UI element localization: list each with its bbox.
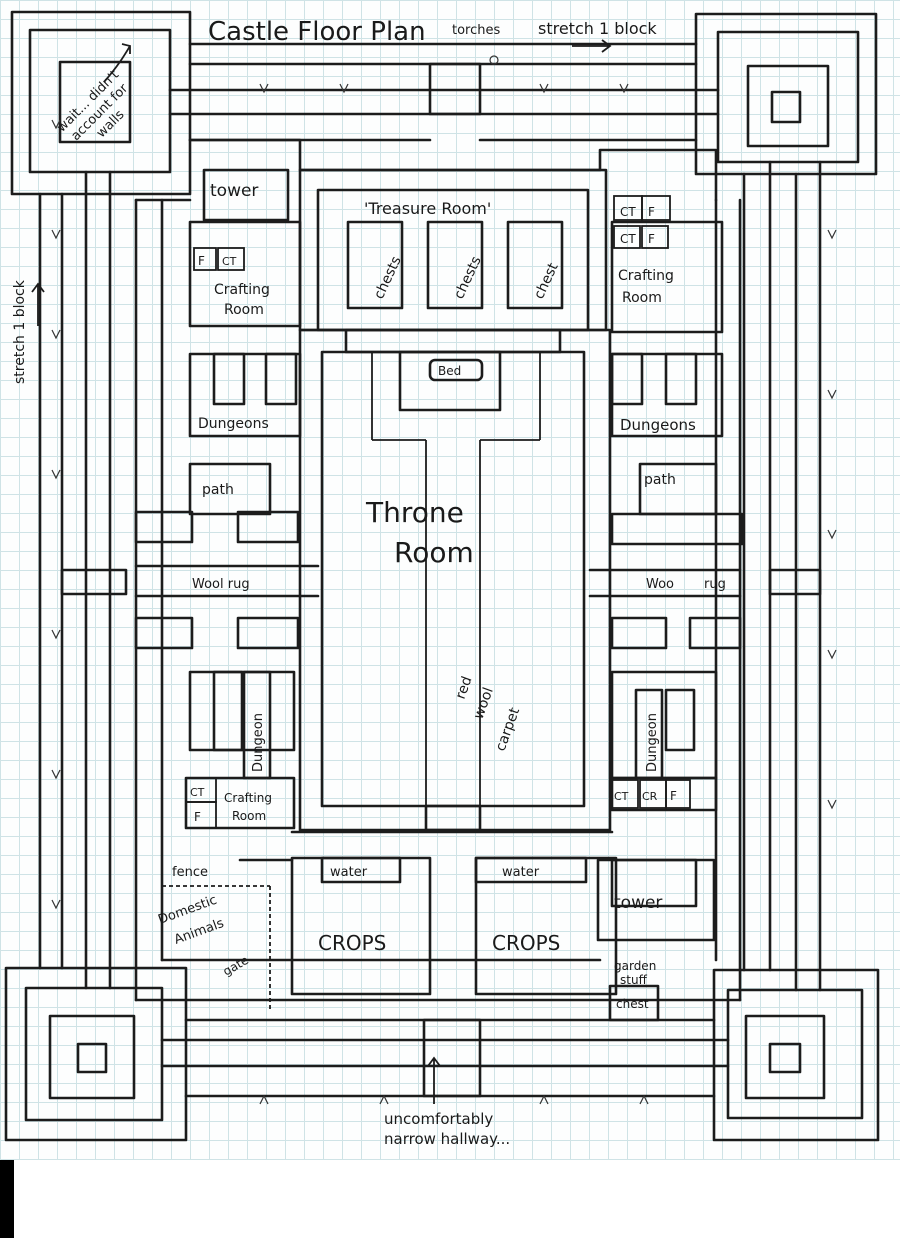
wool-rug-right-label-2: rug: [704, 577, 726, 592]
throne-room: [298, 328, 612, 832]
cell-cr-br: CR: [642, 790, 658, 803]
scan-edge: [0, 1160, 14, 1238]
garden-label-3: chest: [616, 997, 649, 1011]
cell-ct-tl: CT: [222, 255, 237, 268]
water-right-label: water: [502, 865, 540, 880]
tower-label-bottom-right: tower: [614, 893, 662, 913]
throne-room-label-2: Room: [394, 536, 474, 569]
wool-rug-left-label: Wool rug: [192, 577, 250, 592]
crafting-bl-label-1: Crafting: [224, 791, 272, 805]
dungeons-right-label: Dungeons: [620, 416, 696, 434]
gate-label: gate: [221, 953, 251, 979]
tower-label-top-left: tower: [210, 181, 258, 201]
dungeon-bl-label: Dungeon: [251, 713, 266, 772]
right-wing: [588, 195, 744, 942]
corner-tower-top-left: [10, 10, 192, 196]
crops-right-label: CROPS: [492, 931, 560, 955]
cell-f-tr-b: F: [648, 232, 655, 246]
bottom-walkway: [160, 1018, 730, 1098]
crops-left-label: CROPS: [318, 931, 386, 955]
carpet-label-1: red: [453, 674, 476, 701]
right-walkway: [742, 160, 822, 992]
cell-f-tl: F: [198, 254, 205, 268]
chest-label-3: chest: [531, 260, 562, 302]
hallway-note-1: uncomfortably: [384, 1110, 493, 1128]
farm-section: [162, 830, 660, 1022]
plan-title: Castle Floor Plan: [208, 17, 426, 47]
corner-tower-bottom-right: [712, 968, 880, 1142]
corner-tower-bottom-left: [4, 966, 188, 1142]
cell-ct-br: CT: [614, 790, 629, 803]
chest-label-1: chests: [371, 254, 405, 302]
crafting-tl-label-1: Crafting: [214, 282, 270, 298]
crafting-bl-label-2: Room: [232, 809, 266, 823]
dungeon-br-label: Dungeon: [645, 713, 660, 772]
crafting-tr-label-1: Crafting: [618, 268, 674, 284]
stretch-top-note: stretch 1 block: [538, 19, 657, 38]
annotation-arrows: [31, 39, 612, 1104]
left-walkway: [38, 170, 128, 990]
left-wing: [134, 168, 320, 830]
top-walkway: [168, 42, 720, 142]
fence-label: fence: [172, 865, 208, 880]
cell-ct-bl: CT: [190, 786, 205, 799]
chest-label-2: chests: [451, 254, 485, 302]
path-left-label: path: [202, 482, 234, 498]
cell-f-bl: F: [194, 810, 201, 824]
dungeons-left-label: Dungeons: [198, 416, 269, 432]
crafting-tr-label-2: Room: [622, 290, 662, 306]
hallway-note-2: narrow hallway...: [384, 1130, 510, 1148]
bed-label: Bed: [438, 364, 461, 378]
path-right-label: path: [644, 472, 676, 488]
wool-rug-right-label-1: Woo: [646, 577, 674, 592]
cell-ct-tr-b: CT: [620, 232, 636, 246]
water-left-label: water: [330, 865, 368, 880]
crafting-tl-label-2: Room: [224, 302, 264, 318]
torches-note: torches: [452, 23, 500, 38]
castle-floor-plan: Castle Floor Plan torches stretch 1 bloc…: [4, 10, 880, 1148]
cell-f-tr-a: F: [648, 205, 655, 219]
torch-markers: [51, 55, 837, 1105]
garden-label-2: stuff: [620, 973, 648, 987]
treasure-room: [298, 168, 608, 354]
cell-ct-tr-a: CT: [620, 205, 636, 219]
cell-f-br: F: [670, 789, 677, 803]
treasure-room-label: 'Treasure Room': [364, 199, 491, 218]
garden-label-1: garden: [614, 959, 656, 973]
carpet-label-2: wool: [471, 685, 497, 721]
stretch-left-note: stretch 1 block: [12, 279, 28, 384]
carpet-label-3: carpet: [493, 705, 524, 753]
corner-tower-top-right: [694, 12, 878, 176]
throne-room-label-1: Throne: [365, 496, 464, 529]
